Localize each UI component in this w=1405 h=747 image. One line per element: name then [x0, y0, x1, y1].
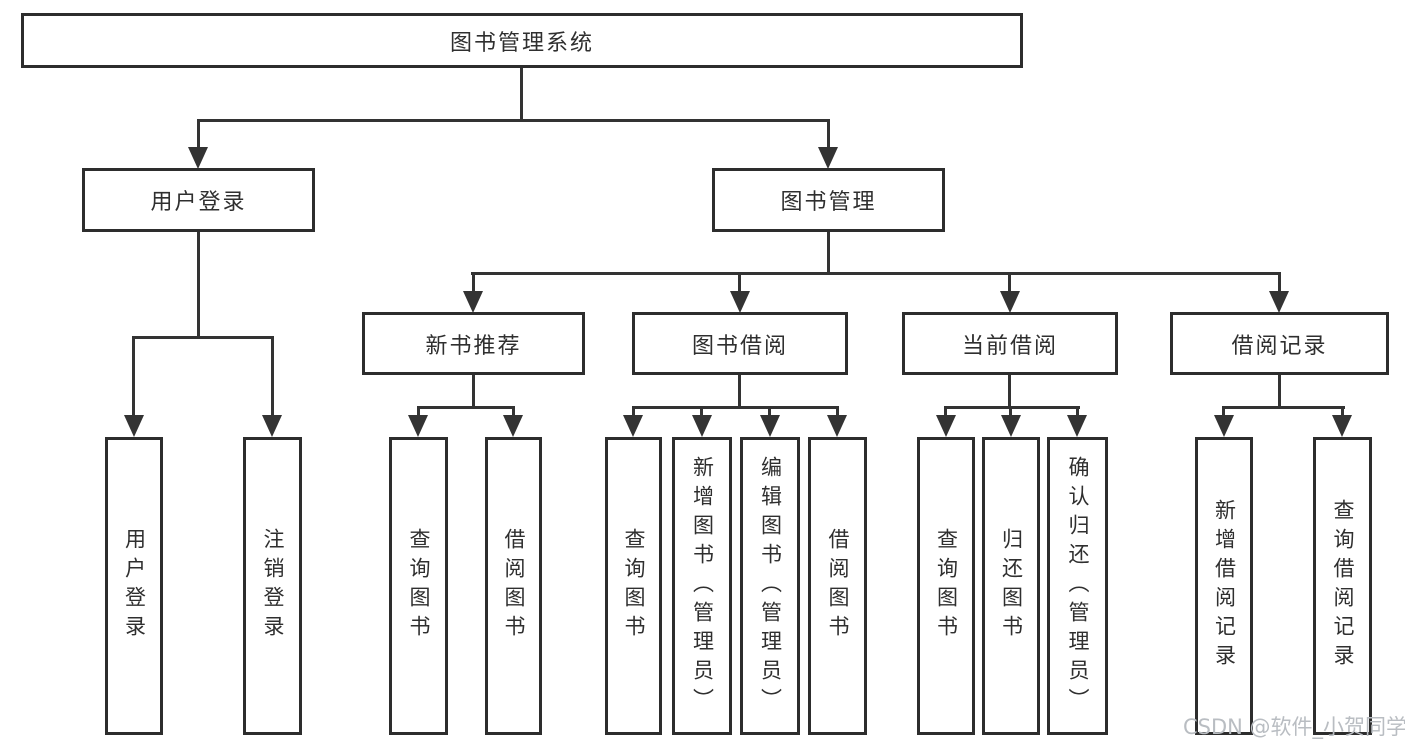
connector-line — [632, 406, 839, 409]
arrow-down-icon — [1000, 291, 1020, 313]
connector-line — [197, 232, 200, 338]
node-query-borrow-record: 查询借阅记录 — [1313, 437, 1372, 735]
connector-line — [1278, 375, 1281, 408]
node-label: 新增借阅记录 — [1212, 499, 1237, 673]
connector-line — [768, 406, 771, 418]
connector-line — [738, 375, 741, 408]
connector-line — [1278, 272, 1281, 294]
connector-line — [1341, 406, 1344, 418]
arrow-down-icon — [503, 415, 523, 437]
node-label: 用户登录 — [122, 528, 147, 644]
node-label: 查询图书 — [622, 528, 646, 644]
connector-line — [472, 272, 475, 294]
connector-line — [944, 406, 1080, 409]
arrow-down-icon — [623, 415, 643, 437]
connector-line — [417, 406, 515, 409]
connector-line — [1222, 406, 1345, 409]
node-label: 借阅图书 — [826, 528, 850, 644]
node-label: 注销登录 — [261, 528, 285, 644]
node-user-login: 用户登录 — [82, 168, 315, 232]
arrow-down-icon — [1001, 415, 1021, 437]
node-query-books: 查询图书 — [389, 437, 448, 735]
node-logout: 注销登录 — [243, 437, 302, 735]
node-label: 确认归还（管理员） — [1066, 455, 1090, 717]
connector-line — [1008, 375, 1011, 408]
csdn-watermark: CSDN @软件_小贺同学 — [1183, 715, 1405, 739]
arrow-down-icon — [936, 415, 956, 437]
node-book-borrowing: 图书借阅 — [632, 312, 848, 375]
arrow-down-icon — [1332, 415, 1352, 437]
connector-line — [417, 406, 420, 418]
arrow-down-icon — [818, 147, 838, 169]
connector-line — [132, 336, 135, 418]
arrow-down-icon — [408, 415, 428, 437]
arrow-down-icon — [1067, 415, 1087, 437]
arrow-down-icon — [730, 291, 750, 313]
node-return-books: 归还图书 — [982, 437, 1040, 735]
node-new-book-recommendation: 新书推荐 — [362, 312, 585, 375]
node-label: 查询借阅记录 — [1331, 499, 1355, 673]
connector-line — [271, 336, 274, 418]
node-label: 借阅图书 — [502, 528, 526, 644]
connector-line — [472, 375, 475, 408]
arrow-down-icon — [463, 291, 483, 313]
connector-line — [738, 272, 741, 294]
node-borrow-books: 借阅图书 — [808, 437, 867, 735]
node-query-books: 查询图书 — [605, 437, 662, 735]
connector-line — [1008, 272, 1011, 294]
connector-line — [512, 406, 515, 418]
connector-line — [632, 406, 635, 418]
node-edit-books-admin: 编辑图书（管理员） — [740, 437, 800, 735]
node-book-management: 图书管理 — [712, 168, 945, 232]
connector-line — [836, 406, 839, 418]
node-label: 归还图书 — [999, 528, 1024, 644]
node-confirm-return-admin: 确认归还（管理员） — [1047, 437, 1108, 735]
node-label: 查询图书 — [934, 528, 959, 644]
node-borrow-books: 借阅图书 — [485, 437, 542, 735]
node-library-management-system: 图书管理系统 — [21, 13, 1023, 68]
connector-line — [1009, 406, 1012, 418]
arrow-down-icon — [188, 147, 208, 169]
arrow-down-icon — [262, 415, 282, 437]
connector-line — [944, 406, 947, 418]
arrow-down-icon — [1214, 415, 1234, 437]
arrow-down-icon — [692, 415, 712, 437]
connector-line — [132, 336, 274, 339]
arrow-down-icon — [827, 415, 847, 437]
node-label: 新增图书（管理员） — [690, 455, 715, 717]
connector-line — [827, 119, 830, 151]
node-add-books-admin: 新增图书（管理员） — [672, 437, 732, 735]
connector-line — [1076, 406, 1079, 418]
node-label: 查询图书 — [407, 528, 431, 644]
node-query-books: 查询图书 — [917, 437, 975, 735]
node-add-borrow-record: 新增借阅记录 — [1195, 437, 1253, 735]
arrow-down-icon — [124, 415, 144, 437]
connector-line — [471, 272, 1281, 275]
connector-line — [197, 119, 200, 151]
connector-line — [520, 68, 523, 121]
connector-line — [197, 119, 830, 122]
node-user-login-leaf: 用户登录 — [105, 437, 163, 735]
node-label: 编辑图书（管理员） — [758, 455, 783, 717]
arrow-down-icon — [760, 415, 780, 437]
arrow-down-icon — [1269, 291, 1289, 313]
connector-line — [827, 232, 830, 274]
node-borrowing-records: 借阅记录 — [1170, 312, 1389, 375]
node-current-borrowing: 当前借阅 — [902, 312, 1118, 375]
connector-line — [700, 406, 703, 418]
connector-line — [1222, 406, 1225, 418]
